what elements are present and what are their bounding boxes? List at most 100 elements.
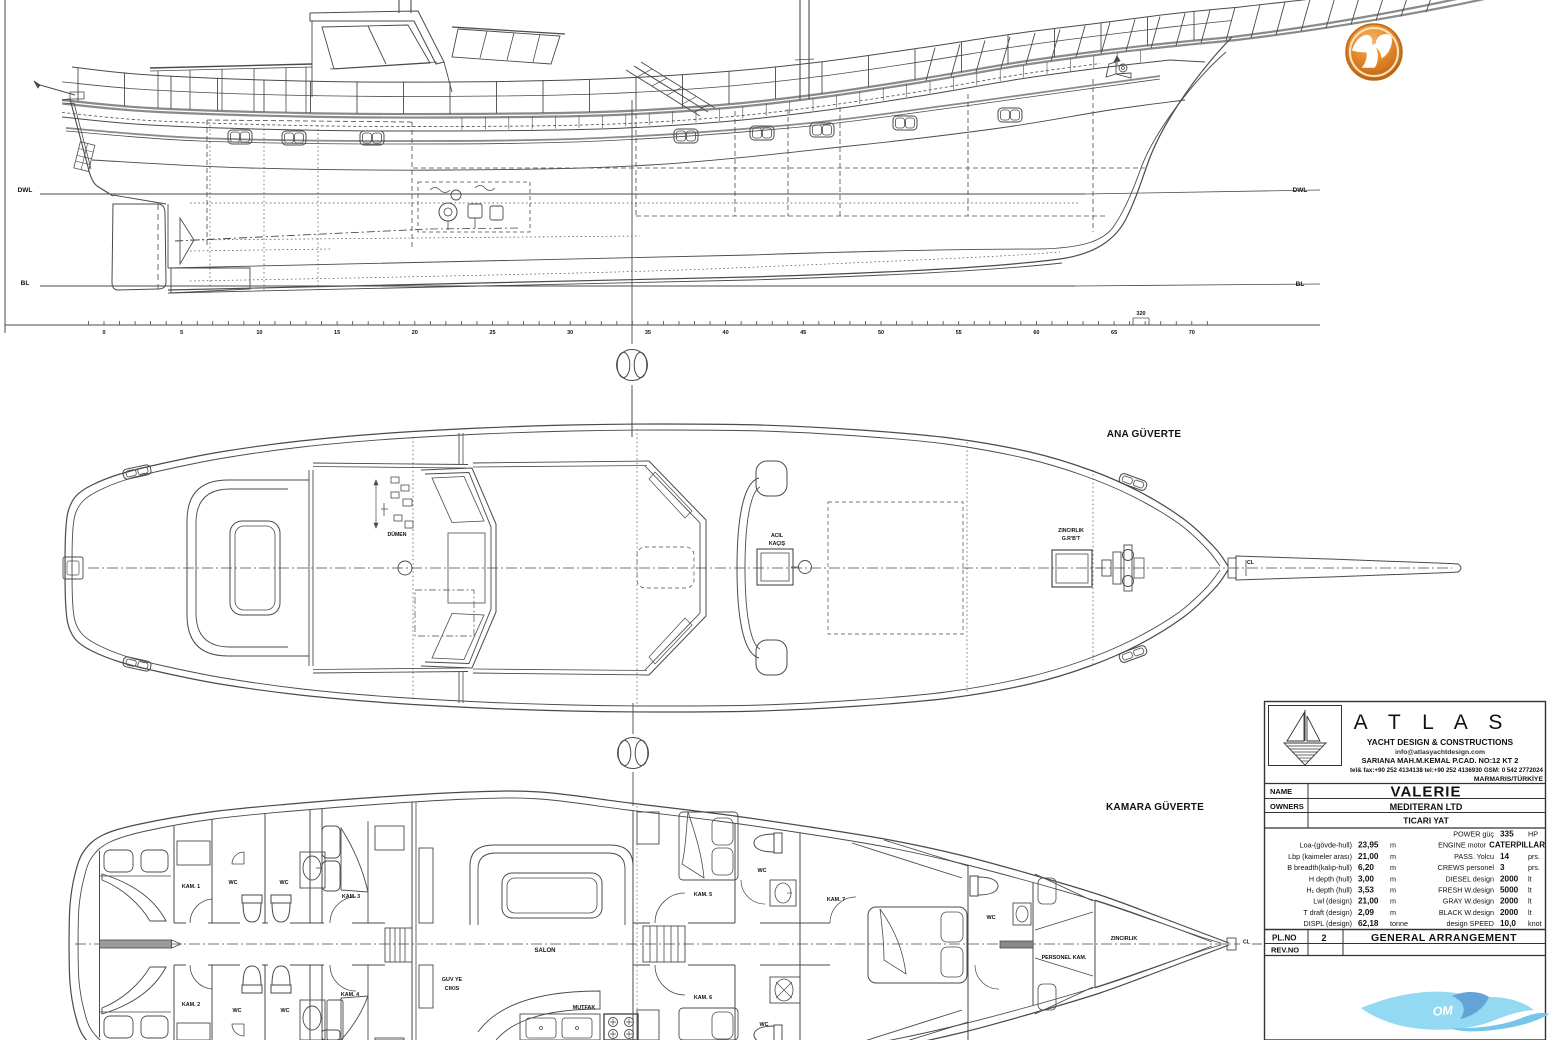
svg-text:KAM. 4: KAM. 4 [341, 992, 359, 998]
svg-text:70: 70 [1189, 330, 1195, 336]
svg-text:35: 35 [645, 330, 651, 336]
svg-text:m: m [1390, 841, 1396, 850]
svg-text:CATERPILLAR: CATERPILLAR [1489, 841, 1545, 850]
svg-text:FRESH W.design: FRESH W.design [1438, 886, 1494, 895]
svg-text:KAM. 6: KAM. 6 [694, 995, 712, 1001]
svg-text:45: 45 [800, 330, 806, 336]
svg-text:5000: 5000 [1500, 886, 1519, 895]
svg-text:tel& fax:+90 252 4134138 tel:+: tel& fax:+90 252 4134138 tel:+90 252 413… [1350, 767, 1544, 774]
svg-text:5: 5 [180, 330, 183, 336]
svg-text:55: 55 [956, 330, 962, 336]
svg-text:335: 335 [1500, 830, 1514, 839]
svg-text:25: 25 [489, 330, 495, 336]
svg-text:GRAY W.design: GRAY W.design [1443, 897, 1494, 906]
svg-text:KAM. 5: KAM. 5 [694, 892, 712, 898]
svg-text:MEDITERAN LTD: MEDITERAN LTD [1390, 802, 1463, 812]
svg-text:lt: lt [1528, 908, 1532, 917]
svg-text:m: m [1390, 863, 1396, 872]
svg-text:OWNERS: OWNERS [1270, 802, 1304, 811]
svg-text:3: 3 [1500, 863, 1505, 872]
svg-text:30: 30 [567, 330, 573, 336]
svg-text:tonne: tonne [1390, 919, 1408, 928]
svg-text:15: 15 [334, 330, 340, 336]
svg-text:40: 40 [723, 330, 729, 336]
svg-text:B breadth(kalıp-hull): B breadth(kalıp-hull) [1287, 863, 1352, 872]
svg-text:DIESEL design: DIESEL design [1446, 874, 1494, 883]
svg-text:KAM. 3: KAM. 3 [342, 894, 360, 900]
svg-text:KAMARA GÜVERTE: KAMARA GÜVERTE [1106, 800, 1204, 813]
svg-text:62,18: 62,18 [1358, 919, 1379, 928]
svg-text:10,0: 10,0 [1500, 919, 1516, 928]
svg-text:BLACK W.design: BLACK W.design [1439, 908, 1494, 917]
svg-text:G.R'B'T: G.R'B'T [1062, 536, 1081, 542]
svg-text:KAM. 2: KAM. 2 [182, 1002, 200, 1008]
svg-text:0: 0 [102, 330, 105, 336]
svg-text:design SPEED: design SPEED [1446, 919, 1494, 928]
svg-text:14: 14 [1500, 852, 1510, 861]
svg-text:m: m [1390, 886, 1396, 895]
svg-text:2,09: 2,09 [1358, 908, 1374, 917]
svg-text:prs.: prs. [1528, 852, 1540, 861]
svg-text:CREWS personel: CREWS personel [1438, 863, 1495, 872]
svg-text:T draft (design): T draft (design) [1303, 908, 1352, 917]
svg-text:DWL: DWL [18, 187, 33, 194]
svg-text:3,53: 3,53 [1358, 886, 1374, 895]
svg-text:GENERAL ARRANGEMENT: GENERAL ARRANGEMENT [1371, 932, 1517, 944]
svg-text:prs.: prs. [1528, 863, 1540, 872]
svg-text:65: 65 [1111, 330, 1117, 336]
svg-text:REV.NO: REV.NO [1271, 946, 1299, 955]
svg-text:2000: 2000 [1500, 897, 1519, 906]
svg-text:2000: 2000 [1500, 874, 1519, 883]
svg-text:NAME: NAME [1270, 787, 1292, 796]
svg-text:PERSONEL KAM.: PERSONEL KAM. [1042, 955, 1087, 961]
svg-text:DISPL (design): DISPL (design) [1304, 919, 1352, 928]
svg-text:SALON: SALON [535, 948, 556, 954]
svg-text:MUTFAK: MUTFAK [573, 1005, 596, 1011]
svg-text:GUV YE: GUV YE [442, 977, 463, 983]
svg-text:ACIL: ACIL [771, 533, 784, 539]
svg-text:ENGINE motor: ENGINE motor [1438, 841, 1487, 850]
svg-text:CL: CL [1247, 560, 1255, 566]
svg-text:YACHT DESIGN & CONSTRUCTIONS: YACHT DESIGN & CONSTRUCTIONS [1367, 737, 1514, 747]
svg-text:CIKIS: CIKIS [445, 986, 460, 992]
svg-text:3,00: 3,00 [1358, 874, 1374, 883]
svg-text:Loa-(gövde-hull): Loa-(gövde-hull) [1300, 841, 1352, 850]
svg-text:lt: lt [1528, 897, 1532, 906]
svg-text:A T L A S: A T L A S [1354, 711, 1511, 734]
svg-text:6,20: 6,20 [1358, 863, 1374, 872]
svg-text:KAM. 1: KAM. 1 [182, 884, 200, 890]
svg-text:m: m [1390, 852, 1396, 861]
svg-text:POWER güç: POWER güç [1453, 830, 1494, 839]
svg-text:KAÇIŞ: KAÇIŞ [769, 541, 786, 547]
svg-text:KAM. 7: KAM. 7 [827, 897, 845, 903]
svg-text:CL: CL [1243, 940, 1251, 946]
svg-text:H₁ depth (hull): H₁ depth (hull) [1306, 886, 1352, 895]
svg-text:PL.NO: PL.NO [1272, 934, 1296, 943]
svg-text:WC: WC [280, 880, 289, 886]
svg-text:21,00: 21,00 [1358, 852, 1379, 861]
svg-text:info@atlasyachtdesign.com: info@atlasyachtdesign.com [1395, 749, 1485, 756]
svg-text:23,95: 23,95 [1358, 841, 1379, 850]
svg-text:m: m [1390, 897, 1396, 906]
svg-text:DÜMEN: DÜMEN [387, 531, 406, 538]
svg-text:BL: BL [21, 280, 30, 287]
svg-text:WC: WC [760, 1022, 769, 1028]
svg-text:320: 320 [1136, 311, 1145, 317]
svg-text:SARIANA MAH.M.KEMAL P.CAD. NO:: SARIANA MAH.M.KEMAL P.CAD. NO:12 KT 2 [1362, 756, 1519, 765]
svg-text:MARMARIS/TÜRKİYE: MARMARIS/TÜRKİYE [1474, 774, 1544, 783]
svg-text:20: 20 [412, 330, 418, 336]
svg-text:50: 50 [878, 330, 884, 336]
svg-text:BL: BL [1296, 281, 1305, 288]
svg-text:PASS. Yolcu: PASS. Yolcu [1454, 852, 1494, 861]
svg-text:WC: WC [233, 1008, 242, 1014]
svg-text:21,00: 21,00 [1358, 897, 1379, 906]
svg-text:OM: OM [1432, 1003, 1454, 1018]
svg-text:WC: WC [987, 915, 996, 921]
svg-text:2: 2 [1321, 933, 1326, 943]
svg-text:60: 60 [1033, 330, 1039, 336]
svg-text:m: m [1390, 908, 1396, 917]
svg-text:HP: HP [1528, 830, 1538, 839]
svg-text:ZINCIRLIK: ZINCIRLIK [1058, 528, 1084, 534]
svg-text:2000: 2000 [1500, 908, 1519, 917]
svg-text:VALERIE: VALERIE [1391, 784, 1462, 801]
